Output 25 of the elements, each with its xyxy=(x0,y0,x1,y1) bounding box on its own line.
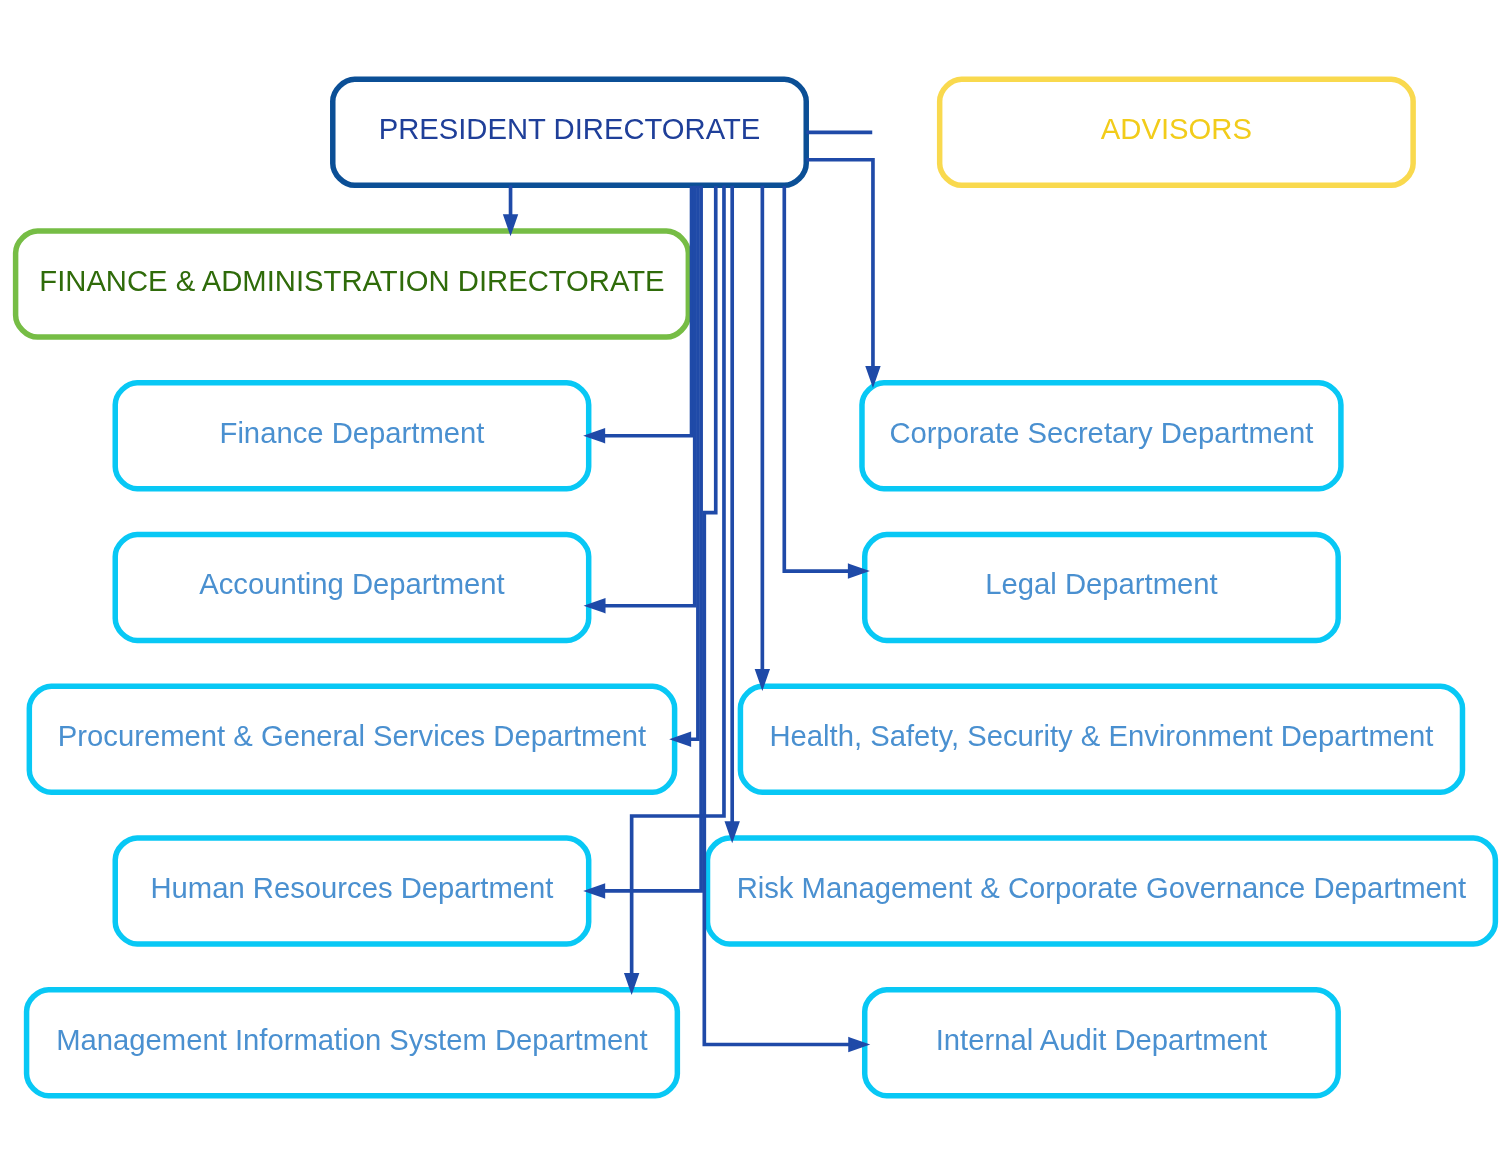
node-box: FINANCE & ADMINISTRATION DIRECTORATE xyxy=(12,228,692,340)
node-box: Accounting Department xyxy=(112,531,592,644)
arrow xyxy=(702,186,871,1053)
arrow xyxy=(583,185,703,899)
node-box: Internal Audit Department xyxy=(862,986,1341,1099)
connector xyxy=(806,130,873,135)
node-box: Procurement & General Services Department xyxy=(26,683,678,795)
node-box: Risk Management & Corporate Governance Department xyxy=(704,835,1499,947)
arrow xyxy=(724,185,740,844)
node-box: Management Information System Department xyxy=(23,986,681,1099)
node-box: Finance Department xyxy=(112,380,592,492)
arrow xyxy=(806,157,881,389)
arrow xyxy=(754,185,771,691)
arrow xyxy=(583,185,694,444)
arrow xyxy=(782,186,870,579)
arrow xyxy=(502,185,519,237)
arrow xyxy=(623,185,726,996)
node-box: PRESIDENT DIRECTORATE xyxy=(330,76,809,189)
node-box: Health, Safety, Security & Environment Department xyxy=(737,683,1466,795)
arrow xyxy=(669,185,700,747)
node-box: Legal Department xyxy=(862,531,1341,644)
arrow xyxy=(583,185,697,614)
node-box: ADVISORS xyxy=(936,76,1416,189)
node-box: Human Resources Department xyxy=(112,835,592,947)
node-box: Corporate Secretary Department xyxy=(859,380,1344,492)
